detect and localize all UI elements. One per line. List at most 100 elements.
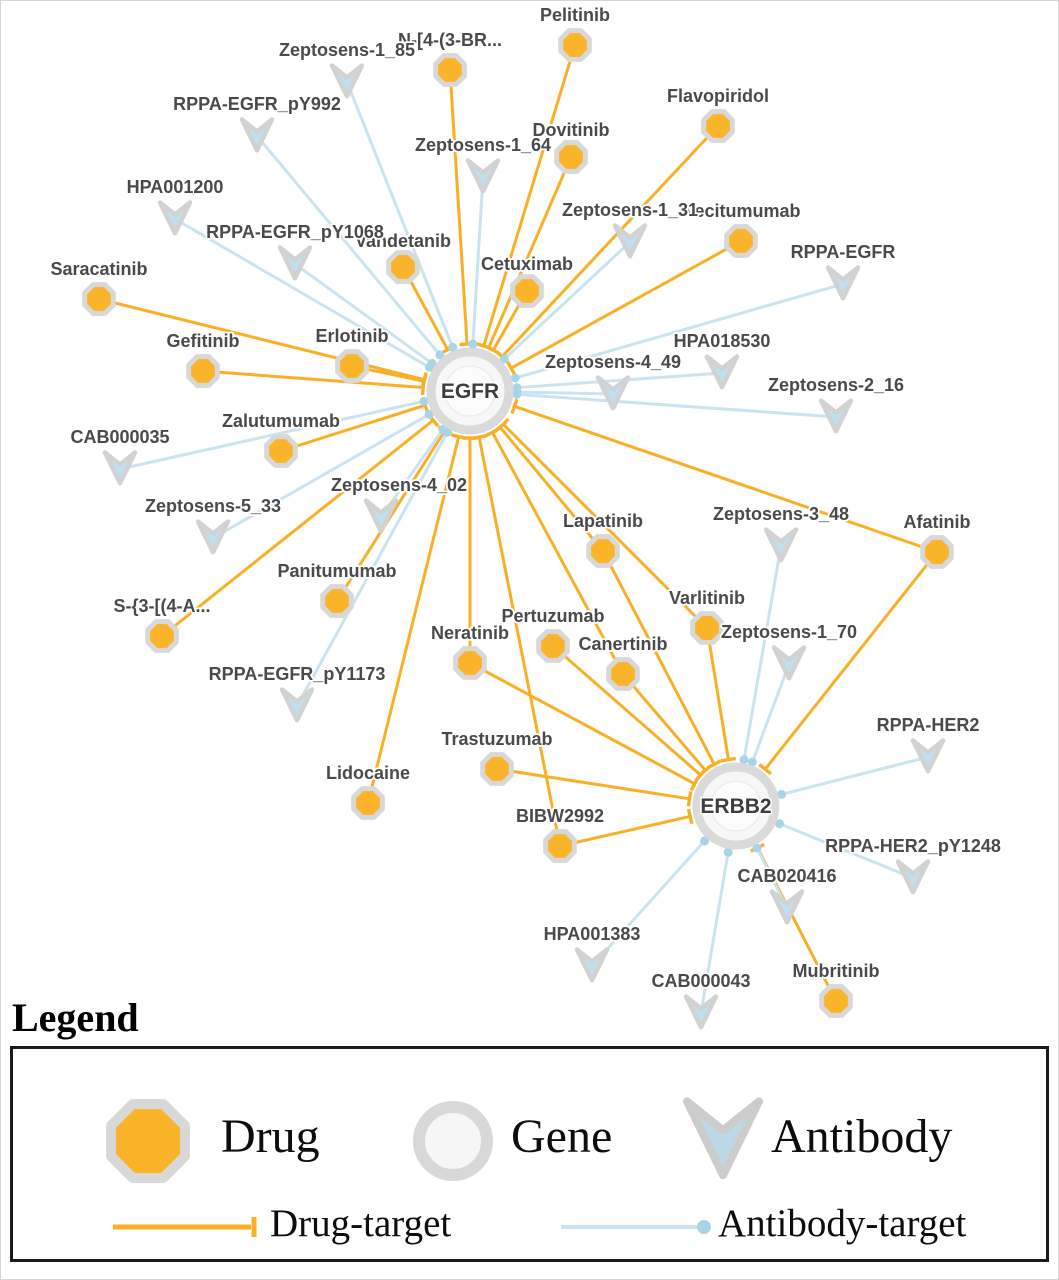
node-label-hpa018530: HPA018530 xyxy=(674,331,771,351)
node-erlotinib[interactable]: Erlotinib xyxy=(314,324,390,383)
node-label-zeptosens_4_02: Zeptosens-4_02 xyxy=(331,475,467,495)
node-zeptosens_4_49[interactable]: Zeptosens-4_49 xyxy=(543,350,683,411)
node-necitumumab[interactable]: Necitumumab xyxy=(680,199,802,258)
node-s3_4a[interactable]: S-{3-[(4-A... xyxy=(112,594,212,653)
edge-bibw2992-EGFR xyxy=(471,434,562,847)
node-ERBB2[interactable]: ERBB2 xyxy=(692,762,780,850)
edge-rppa_egfr-EGFR xyxy=(510,282,844,383)
node-label-necitumumab: Necitumumab xyxy=(681,201,800,221)
node-label-rppa_her2: RPPA-HER2 xyxy=(877,715,980,735)
node-label-hpa001200: HPA001200 xyxy=(127,177,224,197)
node-zeptosens_1_85[interactable]: Zeptosens-1_85 xyxy=(277,38,417,99)
node-label-cab000043: CAB000043 xyxy=(651,971,750,991)
node-label-mubritinib: Mubritinib xyxy=(793,961,880,981)
node-label-vandetanib: Vandetanib xyxy=(355,231,451,251)
node-lidocaine[interactable]: Lidocaine xyxy=(324,761,412,820)
drug-octagon-icon xyxy=(386,250,420,284)
node-hpa001383[interactable]: HPA001383 xyxy=(542,922,642,983)
node-n4_3br[interactable]: N-[4-(3-BR... xyxy=(396,28,504,87)
drug-octagon-icon xyxy=(554,140,588,174)
drug-octagon-icon xyxy=(510,274,544,308)
edge-bibw2992-ERBB2 xyxy=(559,808,694,848)
gene-circle-icon xyxy=(413,1101,493,1181)
node-mubritinib[interactable]: Mubritinib xyxy=(791,959,881,1018)
node-label-zeptosens_1_70: Zeptosens-1_70 xyxy=(721,622,857,642)
node-hpa018530[interactable]: HPA018530 xyxy=(672,329,772,390)
node-label-zeptosens_4_49: Zeptosens-4_49 xyxy=(545,352,681,372)
node-label-zeptosens_3_48: Zeptosens-3_48 xyxy=(713,504,849,524)
node-canertinib[interactable]: Canertinib xyxy=(577,632,669,691)
edge-zeptosens_5_33-EGFR xyxy=(212,409,434,540)
node-label-hpa001383: HPA001383 xyxy=(544,924,641,944)
node-label-EGFR: EGFR xyxy=(441,380,499,403)
antibody-chevron-icon xyxy=(818,398,854,434)
node-panitumumab[interactable]: Panitumumab xyxy=(276,559,398,618)
edge-varlitinib-ERBB2 xyxy=(705,627,737,763)
node-pertuzumab[interactable]: Pertuzumab xyxy=(500,604,606,663)
antibody-chevron-icon xyxy=(910,738,946,774)
gene-circle-inner xyxy=(710,780,762,832)
drug-octagon-icon xyxy=(690,611,724,645)
node-label-n4_3br: N-[4-(3-BR... xyxy=(398,30,502,50)
node-zeptosens_1_70[interactable]: Zeptosens-1_70 xyxy=(719,620,859,681)
node-rppa_her2[interactable]: RPPA-HER2 xyxy=(875,713,981,774)
node-lapatinib[interactable]: Lapatinib xyxy=(561,509,645,568)
node-zeptosens_1_31[interactable]: Zeptosens-1_31 xyxy=(560,198,700,259)
drug-octagon-icon xyxy=(819,984,853,1018)
node-gefitinib[interactable]: Gefitinib xyxy=(165,329,241,388)
edge-trastuzumab-ERBB2 xyxy=(496,767,693,807)
antibody-chevron-icon xyxy=(363,498,399,534)
antibody-chevron-icon xyxy=(769,889,805,925)
node-rppa_her2_py1248[interactable]: RPPA-HER2_pY1248 xyxy=(823,834,1003,895)
node-zeptosens_1_64[interactable]: Zeptosens-1_64 xyxy=(413,133,553,194)
node-rppa_egfr_py1173[interactable]: RPPA-EGFR_pY1173 xyxy=(207,662,387,723)
node-vandetanib[interactable]: Vandetanib xyxy=(353,229,453,284)
antibody-target-line-icon xyxy=(561,1220,711,1234)
node-cab000035[interactable]: CAB000035 xyxy=(69,425,171,486)
node-zeptosens_5_33[interactable]: Zeptosens-5_33 xyxy=(143,494,283,555)
node-afatinib[interactable]: Afatinib xyxy=(902,510,972,569)
edge-rppa_egfr_py1068-EGFR xyxy=(294,262,437,368)
node-zeptosens_4_02[interactable]: Zeptosens-4_02 xyxy=(329,473,469,534)
node-label-lidocaine: Lidocaine xyxy=(326,763,410,783)
node-label-zeptosens_2_16: Zeptosens-2_16 xyxy=(768,375,904,395)
node-EGFR[interactable]: EGFR xyxy=(426,347,514,435)
node-pelitinib[interactable]: Pelitinib xyxy=(538,3,612,62)
drug-octagon-icon xyxy=(701,109,735,143)
node-zalutumumab[interactable]: Zalutumumab xyxy=(220,409,342,468)
antibody-chevron-icon xyxy=(277,245,313,281)
node-rppa_egfr_py1068[interactable]: RPPA-EGFR_pY1068 xyxy=(204,220,386,281)
legend-antibody-target-label: Antibody-target xyxy=(718,1202,967,1245)
antibody-chevron-icon xyxy=(195,519,231,555)
node-flavopiridol[interactable]: Flavopiridol xyxy=(665,84,771,143)
edge-necitumumab-EGFR xyxy=(506,239,742,376)
drug-octagon-icon xyxy=(351,786,385,820)
node-saracatinib[interactable]: Saracatinib xyxy=(49,257,149,316)
antibody-chevron-icon xyxy=(279,687,315,723)
antibody-chevron-icon xyxy=(465,158,501,194)
antibody-chevron-icon xyxy=(683,994,719,1030)
drug-octagon-icon xyxy=(186,354,220,388)
node-rppa_egfr[interactable]: RPPA-EGFR xyxy=(789,240,897,301)
edge-cab000035-EGFR xyxy=(119,396,429,471)
drug-target-line-icon xyxy=(113,1217,257,1237)
node-trastuzumab[interactable]: Trastuzumab xyxy=(440,727,554,786)
node-hpa001200[interactable]: HPA001200 xyxy=(125,175,225,236)
node-cab000043[interactable]: CAB000043 xyxy=(650,969,752,1030)
node-zeptosens_2_16[interactable]: Zeptosens-2_16 xyxy=(766,373,906,434)
node-varlitinib[interactable]: Varlitinib xyxy=(667,586,747,645)
node-rppa_egfr_py992[interactable]: RPPA-EGFR_pY992 xyxy=(171,92,343,153)
edge-afatinib-ERBB2 xyxy=(758,551,939,776)
node-label-pelitinib: Pelitinib xyxy=(540,5,610,25)
drug-octagon-icon xyxy=(106,1099,190,1183)
node-neratinib[interactable]: Neratinib xyxy=(429,621,511,680)
node-cetuximab[interactable]: Cetuximab xyxy=(479,252,575,308)
edge-zeptosens_1_85-EGFR xyxy=(345,81,458,352)
node-bibw2992[interactable]: BIBW2992 xyxy=(514,804,606,863)
node-zeptosens_3_48[interactable]: Zeptosens-3_48 xyxy=(711,502,851,563)
node-cab020416[interactable]: CAB020416 xyxy=(736,864,838,925)
node-label-zalutumumab: Zalutumumab xyxy=(222,411,340,431)
node-dovitinib[interactable]: Dovitinib xyxy=(531,118,611,174)
